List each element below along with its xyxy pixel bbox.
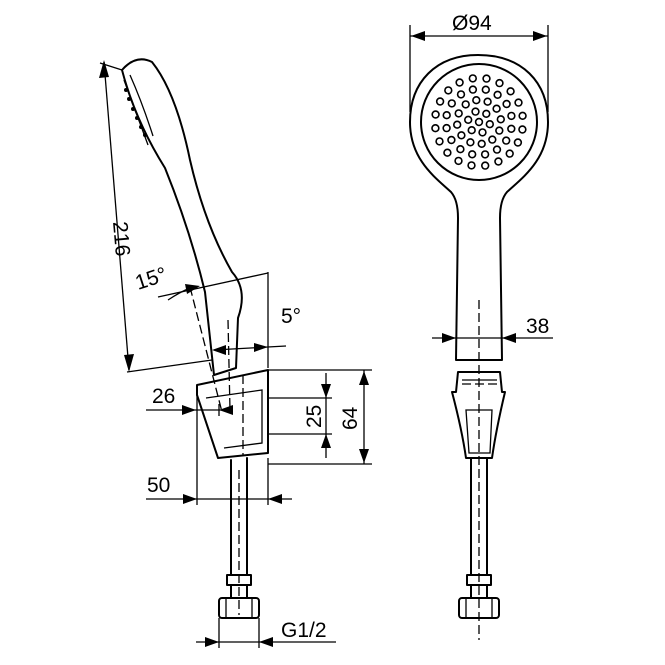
front-view: Ø94 38 bbox=[409, 12, 553, 640]
nozzle-dot bbox=[494, 157, 503, 166]
side-view: 216 15° 5° 26 bbox=[99, 58, 372, 648]
nozzle-dot bbox=[447, 135, 456, 145]
nozzle-dot bbox=[457, 131, 466, 140]
nozzle-dot bbox=[507, 111, 516, 121]
nozzle-dot bbox=[435, 137, 444, 146]
nozzle-dot bbox=[514, 98, 523, 107]
face-nozzles bbox=[124, 88, 147, 137]
nozzle-dot bbox=[442, 110, 451, 120]
nozzle-dot bbox=[505, 149, 514, 158]
spray-plate bbox=[420, 63, 538, 181]
nozzle-dot bbox=[467, 125, 476, 135]
nozzle-dot bbox=[502, 99, 511, 109]
nozzle-dot bbox=[461, 100, 470, 109]
dim-64: 64 bbox=[268, 369, 372, 465]
nozzle-dot bbox=[495, 126, 504, 135]
dim-5deg: 5° bbox=[212, 272, 301, 368]
dim-5-label: 5° bbox=[281, 305, 301, 328]
dim-d94-label: Ø94 bbox=[452, 12, 492, 35]
dim-26: 26 bbox=[146, 385, 233, 416]
bracket-inner bbox=[205, 389, 263, 449]
dim-25: 25 bbox=[268, 373, 332, 458]
handle-front-outline bbox=[409, 54, 549, 361]
dim-g12: G1/2 bbox=[196, 618, 336, 648]
nozzle-dot bbox=[481, 161, 490, 170]
nozzle-dot bbox=[474, 117, 484, 127]
nozzle-dot bbox=[495, 78, 504, 88]
hose-front bbox=[458, 457, 500, 619]
dim-38-label: 38 bbox=[526, 315, 549, 338]
handle-centerline-2 bbox=[227, 319, 231, 411]
dim-50-label: 50 bbox=[147, 474, 170, 497]
handle-side-outline bbox=[121, 58, 243, 376]
dim-g12-label: G1/2 bbox=[281, 619, 327, 642]
dim-d94: Ø94 bbox=[409, 12, 549, 112]
bracket-front-inner bbox=[462, 379, 497, 454]
nozzle-dot bbox=[483, 97, 492, 106]
nozzle-dot bbox=[456, 145, 465, 154]
nozzle-dot bbox=[431, 123, 440, 133]
nozzle-dot bbox=[485, 119, 494, 129]
nozzle-dot bbox=[456, 90, 466, 99]
nozzle-dot bbox=[506, 87, 515, 96]
nozzle-dot bbox=[472, 95, 481, 105]
nozzle-dot bbox=[493, 90, 502, 100]
nozzle-dot bbox=[492, 104, 501, 113]
nozzle-dot bbox=[455, 78, 464, 87]
nozzle-dot bbox=[468, 85, 478, 94]
dim-25-label: 25 bbox=[303, 405, 326, 428]
nozzle-dot bbox=[468, 150, 477, 159]
dim-216: 216 bbox=[99, 60, 213, 373]
nozzle-dot bbox=[482, 109, 491, 119]
dim-50: 50 bbox=[146, 395, 292, 505]
nozzle-dot bbox=[518, 125, 527, 134]
dim-15deg: 15° bbox=[132, 263, 269, 301]
nozzle-dot bbox=[454, 156, 463, 166]
nozzle-dot bbox=[502, 136, 511, 145]
nozzle-dot bbox=[518, 111, 527, 121]
spray-nozzles bbox=[431, 74, 527, 170]
dim-64-label: 64 bbox=[339, 406, 362, 430]
nozzle-dot bbox=[447, 99, 456, 108]
nozzle-dot bbox=[496, 115, 505, 124]
nozzle-dot bbox=[488, 135, 497, 144]
nozzle-dot bbox=[431, 110, 440, 119]
bracket-front bbox=[451, 371, 506, 459]
nozzle-dot bbox=[466, 138, 475, 147]
spray-face-line bbox=[123, 79, 149, 146]
spray-face-line-2 bbox=[129, 74, 154, 137]
nozzle-dot bbox=[482, 74, 491, 83]
nozzle-dot bbox=[464, 115, 473, 125]
nozzle-dot bbox=[468, 74, 477, 83]
nozzle-dot bbox=[454, 109, 463, 118]
handle-centerline bbox=[189, 286, 223, 413]
nozzle-dot bbox=[443, 148, 452, 157]
nozzle-dot bbox=[480, 150, 490, 159]
dim-216-label: 216 bbox=[108, 220, 134, 257]
nozzle-dot bbox=[442, 123, 451, 133]
hose-side bbox=[218, 457, 260, 619]
nozzle-dot bbox=[453, 120, 462, 129]
nozzle-dot bbox=[513, 138, 523, 147]
dim-26-label: 26 bbox=[152, 385, 175, 408]
nozzle-dot bbox=[467, 161, 476, 170]
nozzle-dot bbox=[444, 86, 453, 95]
nozzle-dot bbox=[478, 128, 487, 137]
nozzle-dot bbox=[492, 145, 502, 154]
nozzle-dot bbox=[435, 97, 445, 106]
nozzle-dot bbox=[477, 139, 486, 149]
nozzle-dot bbox=[481, 85, 490, 94]
nozzle-dot bbox=[507, 124, 516, 134]
nozzle-dot bbox=[471, 107, 480, 116]
dim-15-label: 15° bbox=[132, 263, 169, 295]
dim-38: 38 bbox=[432, 315, 553, 343]
